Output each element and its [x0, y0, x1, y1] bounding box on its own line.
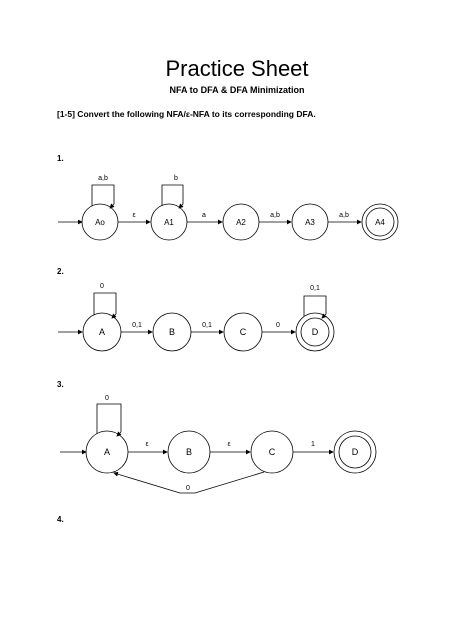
q2-loop-d: [303, 295, 327, 319]
q1-state-label-a2: A2: [236, 218, 246, 227]
q3-loop-label-a: 0: [105, 395, 109, 402]
q3-state-label-b: B: [186, 447, 192, 457]
q3-state-label-c: C: [269, 447, 276, 457]
question-1-diagram: Ao A1 A2 A3 A4 ε a a,b a,b a,b b: [58, 175, 399, 241]
q1-loop-ao: [91, 184, 115, 209]
q1-state-label-ao: Ao: [95, 218, 105, 227]
q3-loop-a: [96, 403, 122, 437]
q3-state-label-a: A: [104, 447, 110, 457]
q2-edge-label-1: 0,1: [132, 322, 142, 329]
question-3-number: 3.: [57, 380, 64, 389]
q3-state-label-d: D: [352, 447, 359, 457]
question-2-diagram: A B C D 0,1 0,1 0 0 0,1: [58, 283, 335, 352]
q2-state-label-a: A: [99, 327, 105, 337]
q1-edge-label-4: a,b: [339, 212, 349, 219]
q3-edge-label-3: 1: [311, 441, 315, 448]
page-subtitle: NFA to DFA & DFA Minimization: [169, 85, 305, 95]
q3-state-d-inner: [338, 435, 372, 469]
q1-edge-label-3: a,b: [270, 212, 280, 219]
question-3-diagram: A B C D ε ε 1 0 0: [60, 395, 377, 494]
page-title: Practice Sheet: [165, 56, 309, 81]
q3-edge-label-1: ε: [145, 441, 148, 448]
q1-edge-label-1: ε: [132, 212, 135, 219]
q2-state-label-c: C: [240, 327, 247, 337]
q3-back-edge-c-a: [113, 471, 265, 494]
q2-loop-label-d: 0,1: [310, 285, 320, 292]
q2-state-d-outer: [295, 312, 335, 352]
q2-state-label-b: B: [169, 327, 175, 337]
q1-state-label-a3: A3: [305, 218, 315, 227]
q2-state-label-d: D: [312, 327, 319, 337]
q1-loop-a1: [161, 184, 184, 209]
question-2-number: 2.: [57, 267, 64, 276]
q1-state-a4-inner: [365, 207, 395, 237]
q2-loop-label-a: 0: [100, 283, 104, 290]
q1-edge-label-2: a: [202, 212, 206, 219]
instruction-text: [1-5] Convert the following NFA/ε-NFA to…: [57, 109, 316, 119]
q3-edge-label-2: ε: [227, 441, 230, 448]
q1-state-label-a1: A1: [164, 218, 174, 227]
q2-edge-label-2: 0,1: [202, 322, 212, 329]
question-1-number: 1.: [57, 154, 64, 163]
q1-state-a4-outer: [361, 203, 399, 241]
q2-loop-a: [93, 292, 117, 319]
q3-state-d-outer: [333, 430, 377, 474]
q2-state-d-inner: [300, 317, 330, 347]
question-4-number: 4.: [57, 515, 64, 524]
q3-back-edge-label: 0: [186, 485, 190, 492]
q1-state-label-a4: A4: [375, 218, 385, 227]
q1-loop-label-ao: a,b: [98, 175, 108, 182]
q2-edge-label-3: 0: [276, 322, 280, 329]
q1-loop-label-a1: b: [174, 175, 178, 182]
